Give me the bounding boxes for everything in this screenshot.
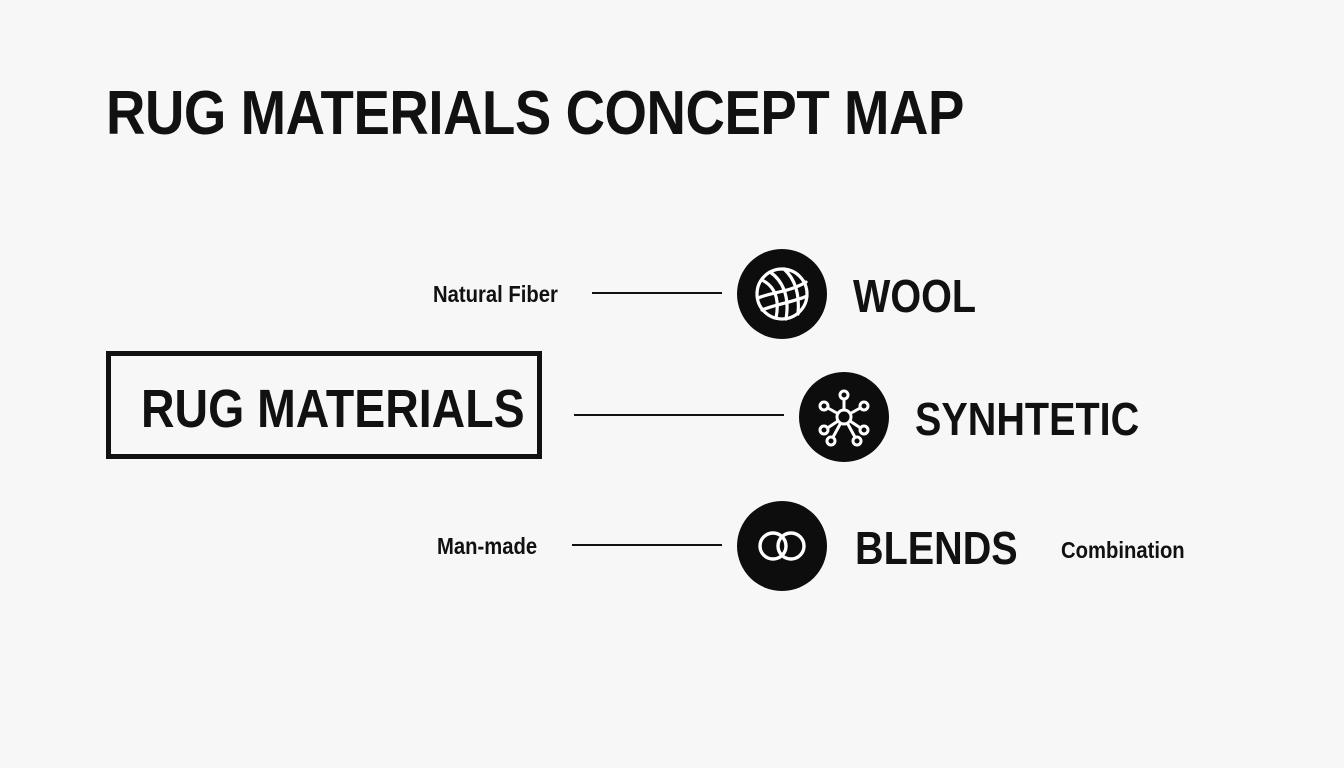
central-concept-box: RUG MATERIALS: [106, 351, 542, 459]
wool-node-label: WOOL: [853, 270, 977, 322]
wool-connector-line: [592, 292, 722, 294]
interlocking-rings-icon: [758, 531, 806, 561]
synthetic-connector-line: [574, 414, 784, 416]
synthetic-node-label: SYNHTETIC: [915, 393, 1140, 445]
molecule-icon: [818, 389, 870, 447]
blends-note-label: Combination: [1061, 537, 1185, 563]
wool-node-circle: [737, 249, 827, 339]
blends-node-circle: [737, 501, 827, 591]
wool-side-label: Natural Fiber: [433, 281, 558, 307]
yarn-ball-icon: [755, 267, 809, 321]
central-concept-label: RUG MATERIALS: [141, 379, 525, 439]
synthetic-node-circle: [799, 372, 889, 462]
blends-node-label: BLENDS: [855, 522, 1018, 574]
page-title: RUG MATERIALS CONCEPT MAP: [106, 79, 964, 148]
blends-side-label: Man-made: [437, 533, 538, 559]
blends-connector-line: [572, 544, 722, 546]
